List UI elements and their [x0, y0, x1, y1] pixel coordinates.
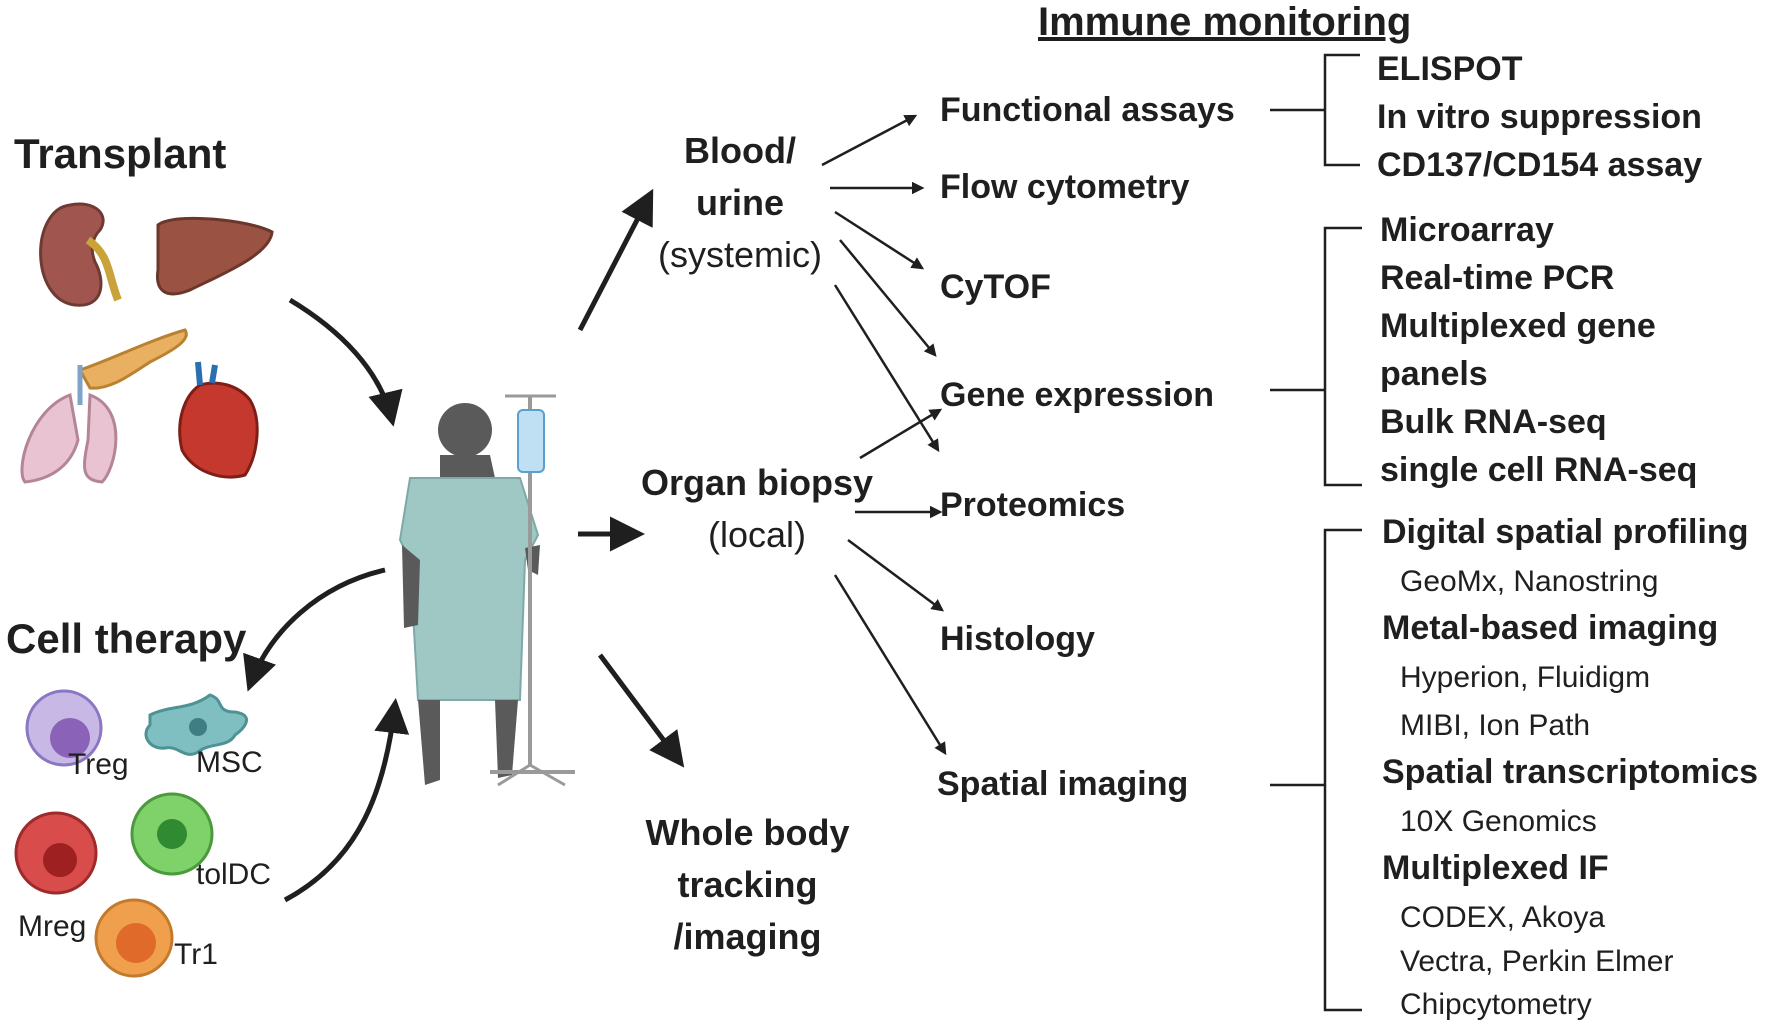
assay-in-vitro-suppression: In vitro suppression: [1377, 98, 1702, 136]
cell-label-mreg: Mreg: [18, 910, 87, 943]
gene-panels: panels: [1380, 355, 1488, 393]
kidney-icon: [39, 202, 122, 307]
page-title: Immune monitoring: [1038, 0, 1412, 44]
hub-blood-line1: Blood/: [684, 130, 796, 171]
msc-cell-icon: [144, 693, 248, 756]
hub-whole-body-line1: Whole body: [645, 812, 850, 853]
spatial-if-vendor-2: Vectra, Perkin Elmer: [1400, 945, 1674, 978]
hub-biopsy-line2: (local): [707, 514, 806, 555]
gene-multiplexed-panels: Multiplexed gene: [1380, 307, 1656, 345]
spatial-transcriptomics: Spatial transcriptomics: [1382, 753, 1759, 791]
hub-biopsy-line1: Organ biopsy: [640, 462, 874, 503]
cell-label-treg: Treg: [68, 748, 129, 781]
arrow-to-blood: [577, 188, 654, 332]
lungs-icon: [20, 365, 118, 484]
bracket-functional-assays: [1270, 53, 1360, 167]
cell-label-tr1: Tr1: [174, 938, 218, 971]
method-flow-cytometry: Flow cytometry: [940, 168, 1190, 206]
method-spatial-imaging: Spatial imaging: [937, 765, 1189, 803]
hub-blood-line2: urine: [695, 182, 784, 223]
cell-therapy-label: Cell therapy: [6, 615, 247, 662]
assay-elispot: ELISPOT: [1377, 50, 1523, 88]
mreg-cell-icon: [14, 811, 98, 895]
transplant-label: Transplant: [14, 130, 227, 177]
hub-whole-body-line3: /imaging: [673, 916, 822, 957]
spatial-metal: Metal-based imaging: [1382, 609, 1719, 647]
spatial-if-vendor-1: CODEX, Akoya: [1400, 901, 1606, 934]
treg-cell-icon: [25, 689, 103, 767]
pancreas-icon: [77, 328, 188, 390]
liver-icon: [155, 216, 274, 296]
spatial-dsp-vendor: GeoMx, Nanostring: [1400, 565, 1659, 598]
hub-whole-body: Whole body tracking /imaging: [635, 815, 860, 955]
gene-single-cell-rnaseq: single cell RNA-seq: [1380, 451, 1698, 489]
gene-real-time-pcr: Real-time PCR: [1380, 259, 1615, 297]
assay-cd137-cd154: CD137/CD154 assay: [1377, 146, 1703, 184]
toldc-cell-icon: [130, 792, 214, 876]
cell-label-toldc: tolDC: [196, 858, 272, 891]
method-histology: Histology: [940, 620, 1095, 658]
method-proteomics: Proteomics: [940, 486, 1126, 524]
bracket-spatial-imaging: [1270, 528, 1362, 1012]
spatial-dsp: Digital spatial profiling: [1382, 513, 1749, 551]
gene-bulk-rnaseq: Bulk RNA-seq: [1380, 403, 1607, 441]
hub-blood-line3: (systemic): [658, 234, 822, 275]
arrow-celltherapy-to-patient: [283, 698, 410, 903]
hub-biopsy: Organ biopsy (local): [632, 465, 882, 553]
arrow-patient-to-celltherapy: [243, 567, 386, 692]
iv-stand-icon: [490, 394, 575, 787]
method-functional-assays: Functional assays: [940, 91, 1235, 129]
arrow-to-whole-body: [597, 653, 685, 768]
cell-label-msc: MSC: [196, 746, 263, 779]
gene-microarray: Microarray: [1380, 211, 1554, 249]
tr1-cell-icon: [94, 898, 174, 978]
spatial-metal-vendor-2: MIBI, Ion Path: [1400, 709, 1591, 742]
spatial-transcriptomics-vendor: 10X Genomics: [1400, 805, 1597, 838]
bracket-gene-expression: [1270, 226, 1362, 487]
patient-icon: [398, 403, 540, 785]
arrow-transplant-to-patient: [288, 297, 403, 427]
hub-blood: Blood/ urine (systemic): [650, 133, 830, 273]
spatial-metal-vendor-1: Hyperion, Fluidigm: [1400, 661, 1651, 694]
method-gene-expression: Gene expression: [940, 376, 1215, 414]
heart-icon: [178, 361, 259, 479]
spatial-multiplexed-if: Multiplexed IF: [1382, 849, 1609, 887]
hub-whole-body-line2: tracking: [677, 864, 818, 905]
spatial-if-vendor-3: Chipcytometry: [1400, 988, 1592, 1021]
method-cytof: CyTOF: [940, 268, 1051, 306]
